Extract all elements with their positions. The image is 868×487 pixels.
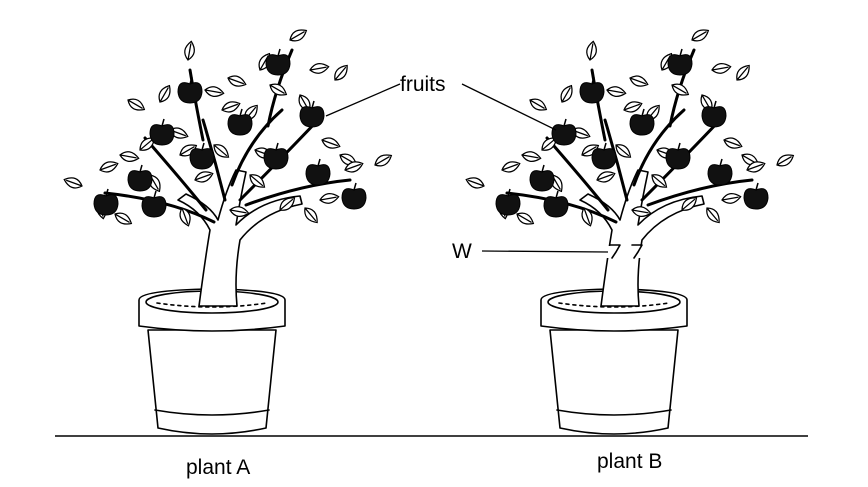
leaf <box>681 197 698 211</box>
fruit <box>495 188 521 216</box>
leaf <box>623 101 643 113</box>
plant-b-label: plant B <box>597 450 662 473</box>
fruits-label: fruits <box>400 73 446 96</box>
leaf <box>711 63 732 74</box>
leaf <box>615 144 632 158</box>
fruit <box>591 142 617 170</box>
fruits-leader-right <box>461 83 557 131</box>
leaf <box>114 212 133 225</box>
fruit <box>263 142 289 170</box>
fruit <box>667 48 693 76</box>
fruit <box>177 76 203 104</box>
leaves-b <box>465 29 795 227</box>
leaf <box>204 86 225 97</box>
fruit <box>665 142 691 170</box>
fruit <box>149 118 175 146</box>
fruit <box>551 118 577 146</box>
leaf <box>139 137 156 151</box>
fruit <box>299 100 325 128</box>
leaf <box>776 154 795 167</box>
leaf <box>629 75 649 87</box>
leaf <box>127 98 146 111</box>
fruit <box>305 158 331 186</box>
leaf <box>581 207 593 227</box>
fruit <box>341 182 367 210</box>
leaf <box>221 101 241 113</box>
leaf <box>606 86 627 97</box>
leaf <box>249 174 266 188</box>
fruit <box>141 190 167 218</box>
leaf <box>736 64 750 81</box>
leaf <box>158 84 171 103</box>
trunk-b <box>579 169 705 307</box>
leaf <box>344 161 364 173</box>
leaf <box>581 144 600 157</box>
leaf <box>691 29 710 42</box>
leaf <box>529 98 548 111</box>
leaf <box>596 171 616 183</box>
leaf <box>465 177 485 189</box>
fruit <box>189 142 215 170</box>
cut-ring-w <box>606 244 644 259</box>
leaf <box>334 64 348 81</box>
leaf <box>227 75 247 87</box>
leaf <box>213 144 230 158</box>
leaf <box>63 177 83 189</box>
leaf <box>651 174 668 188</box>
leaf <box>269 83 288 96</box>
trunk-a <box>177 169 303 307</box>
pot-a <box>138 288 286 435</box>
leaf <box>746 161 766 173</box>
leaf <box>289 29 308 42</box>
plant-a-label: plant A <box>186 456 250 479</box>
leaf <box>184 40 195 61</box>
leaf <box>319 193 340 204</box>
leaf <box>706 207 720 224</box>
fruit <box>127 164 153 192</box>
fruit <box>701 100 727 128</box>
leaf <box>179 207 191 227</box>
leaf <box>516 212 535 225</box>
fruit <box>707 158 733 186</box>
plant-a <box>63 29 393 435</box>
pot-b <box>540 288 688 435</box>
fruit <box>93 188 119 216</box>
leaf <box>374 154 393 167</box>
leaf <box>229 206 250 217</box>
leaf <box>721 193 742 204</box>
leaf <box>631 206 652 217</box>
leaf <box>671 83 690 96</box>
fruit <box>579 76 605 104</box>
leaf <box>304 207 318 224</box>
leaf <box>321 137 341 149</box>
w-label: W <box>452 240 472 263</box>
fruits-leader-left <box>325 83 401 117</box>
fruit <box>529 164 555 192</box>
plant-b <box>465 29 795 435</box>
fruits-b <box>495 48 769 218</box>
fruit <box>227 108 253 136</box>
fruit <box>743 182 769 210</box>
fruit <box>629 108 655 136</box>
leaf <box>119 151 140 162</box>
fruit <box>543 190 569 218</box>
leaf <box>723 137 743 149</box>
fruit <box>265 48 291 76</box>
leaf <box>194 171 214 183</box>
w-leader-line <box>481 250 609 253</box>
leaf <box>586 40 597 61</box>
leaf <box>279 197 296 211</box>
leaf <box>501 161 521 173</box>
leaf <box>560 84 573 103</box>
leaf <box>179 144 198 157</box>
fruits-a <box>93 48 367 218</box>
leaf <box>309 63 330 74</box>
leaf <box>521 151 542 162</box>
leaf <box>99 161 119 173</box>
